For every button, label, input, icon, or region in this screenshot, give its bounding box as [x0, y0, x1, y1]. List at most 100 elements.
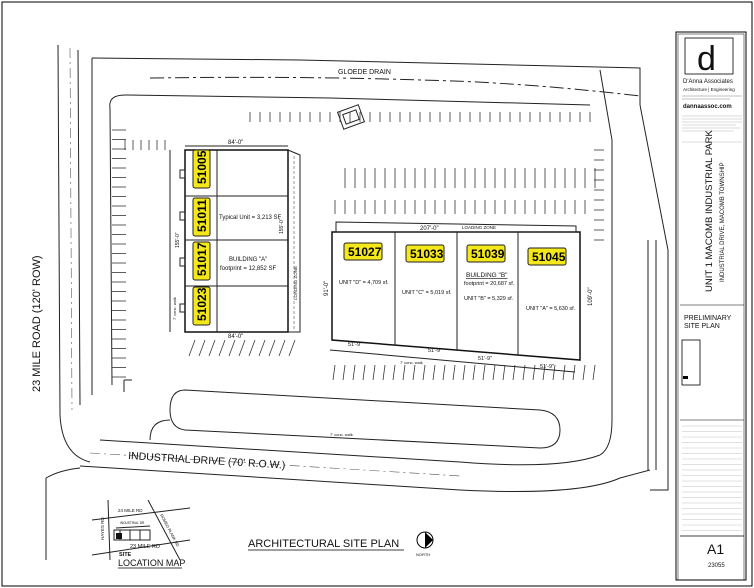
unit-b-area: UNIT "B" = 5,329 sf.	[464, 296, 514, 302]
map-road-24-mile: 24 MILE RD	[118, 508, 143, 513]
firm-logo: d	[684, 37, 734, 78]
twenty-three-mile-road-label: 23 MILE ROAD (120' ROW)	[31, 255, 43, 392]
project-name: UNIT 1 MACOMB INDUSTRIAL PARK	[704, 129, 715, 292]
building-b-footprint: footprint = 20,687 sf.	[464, 281, 515, 287]
building-a-width-dim-bottom: 84'-0"	[228, 334, 243, 340]
parking-stall-line	[238, 339, 246, 357]
parking-stall-line	[462, 364, 466, 381]
unit-tag-51039: 51039	[466, 244, 506, 263]
unit-number: 51017	[195, 242, 209, 276]
parking-stall-line	[362, 364, 366, 381]
parking-stall-line	[502, 364, 506, 381]
parking-stall-line	[218, 339, 226, 357]
industrial-drive: INDUSTRIAL DRIVE (70' R.O.W.)	[79, 439, 651, 492]
parking-stall-line	[402, 364, 406, 381]
parking-stall-line	[482, 364, 486, 381]
bay-dim: 51'-9"	[428, 348, 442, 354]
parking-stall-line	[542, 364, 546, 381]
building-a-name: BUILDING "A"	[229, 257, 267, 263]
map-road-romeo-plank: ROMEO PLANK RD	[159, 513, 180, 547]
drain-label: GLOEDE DRAIN	[338, 69, 391, 76]
parking-stall-line	[278, 339, 286, 357]
parking-stall-line	[562, 364, 566, 381]
parking-stall-line	[332, 364, 336, 381]
gloede-drain: GLOEDE DRAIN	[149, 69, 641, 97]
parking-stall-line	[258, 339, 266, 357]
parking-stall-line	[188, 339, 196, 357]
parking-stall-line	[342, 364, 346, 381]
drawing-title: ARCHITECTURAL SITE PLAN	[248, 538, 399, 550]
unit-number: 51011	[195, 199, 209, 232]
firm-name: D'Anna Associates	[683, 79, 733, 85]
parking-stall-line	[552, 364, 556, 381]
parking-stall-line	[422, 364, 426, 381]
phase-line-2: SITE PLAN	[684, 323, 720, 330]
parking-stall-line	[382, 364, 386, 381]
unit-tag-51005: 51005	[192, 149, 211, 189]
north-label: NORTH	[416, 552, 430, 557]
unit-c-area: UNIT "C" = 5,019 sf.	[402, 290, 452, 296]
building-a-loading-label: LOADING ZONE	[293, 266, 298, 300]
bay-dim: 51'-9"	[540, 364, 554, 370]
parking-stall-line	[432, 364, 436, 381]
parking-stall-line	[392, 364, 396, 381]
building-a-footprint: footprint = 12,852 SF	[220, 266, 277, 272]
firm-subtitle: Architecture | Engineering	[683, 87, 735, 92]
sheet-number: A1	[707, 541, 724, 557]
property-line	[91, 57, 669, 491]
unit-number: 51023	[195, 287, 209, 321]
parking-stall-line	[572, 364, 576, 381]
location-map-title: LOCATION MAP	[118, 558, 185, 568]
title-block: d D'Anna Associates Architecture | Engin…	[675, 31, 747, 581]
parking-stall-line	[208, 339, 216, 357]
twenty-three-mile-road: 23 MILE ROAD (120' ROW)	[31, 44, 91, 560]
building-a-depth-dim-right: 155'-0"	[279, 218, 285, 234]
building-b-right-depth: 109'-0"	[588, 287, 594, 306]
unit-tag-51027: 51027	[343, 242, 383, 261]
map-site-label: SITE	[119, 552, 132, 558]
svg-text:d: d	[697, 40, 716, 78]
parking-lot	[109, 94, 591, 386]
building-b-left-depth: 91'-0"	[324, 281, 330, 296]
parking-stall-line	[248, 339, 256, 357]
parking-stall-line	[472, 364, 476, 381]
building-a-typical-unit: Typical Unit = 3,213 SF	[219, 215, 282, 221]
unit-number: 51005	[195, 150, 209, 184]
parking-stall-line	[442, 364, 446, 381]
parking-stall-line	[372, 364, 376, 381]
map-road-industrial: INDUSTRIAL DR	[120, 521, 145, 525]
unit-number: 51045	[532, 250, 566, 264]
parking-stall-line	[532, 364, 536, 381]
north-arrow-icon: NORTH	[416, 531, 434, 557]
map-road-hayes: HAYES RD	[100, 517, 105, 540]
building-a-walk-label: 7' conc. walk	[172, 297, 177, 320]
unit-tag-51017: 51017	[192, 241, 211, 281]
parking-stall-line	[582, 364, 586, 381]
job-number: 23055	[708, 563, 725, 569]
unit-tag-51011: 51011	[192, 197, 211, 237]
unit-number: 51039	[471, 247, 505, 261]
site-details	[123, 240, 657, 470]
building-a-width-dim: 84'-0"	[228, 140, 243, 146]
unit-tag-51033: 51033	[405, 244, 445, 263]
unit-tag-51045: 51045	[527, 247, 567, 266]
parking-stall-line	[592, 364, 596, 381]
parking-stall-line	[412, 364, 416, 381]
parking-stall-line	[352, 364, 356, 381]
bay-dim: 51'-9"	[348, 342, 362, 348]
revision-table	[682, 425, 742, 531]
bay-dim: 51'-9"	[478, 356, 492, 362]
landscape-island: 7' conc. walk	[149, 389, 561, 449]
unit-number: 51033	[410, 247, 444, 261]
map-road-23-mile: 23 MILE RD	[130, 544, 160, 550]
building-b-walk-label: 7' conc. walk	[400, 360, 423, 365]
building-a: LOADING ZONE 84'-0" 84'-0" 155'-0" 155'-…	[169, 140, 301, 340]
parking-stall-line	[228, 339, 236, 357]
parking-stalls	[112, 112, 604, 381]
unit-d-area: UNIT "D" = 4,709 sf.	[339, 280, 389, 286]
project-location: INDUSTRIAL DRIVE, MACOMB TOWNSHIP	[720, 162, 726, 282]
industrial-drive-label: INDUSTRIAL DRIVE (70' R.O.W.)	[128, 450, 286, 472]
location-map: 24 MILE RD 23 MILE RD HAYES RD ROMEO PLA…	[91, 499, 191, 569]
unit-a-area: UNIT "A" = 5,630 sf.	[526, 306, 576, 312]
